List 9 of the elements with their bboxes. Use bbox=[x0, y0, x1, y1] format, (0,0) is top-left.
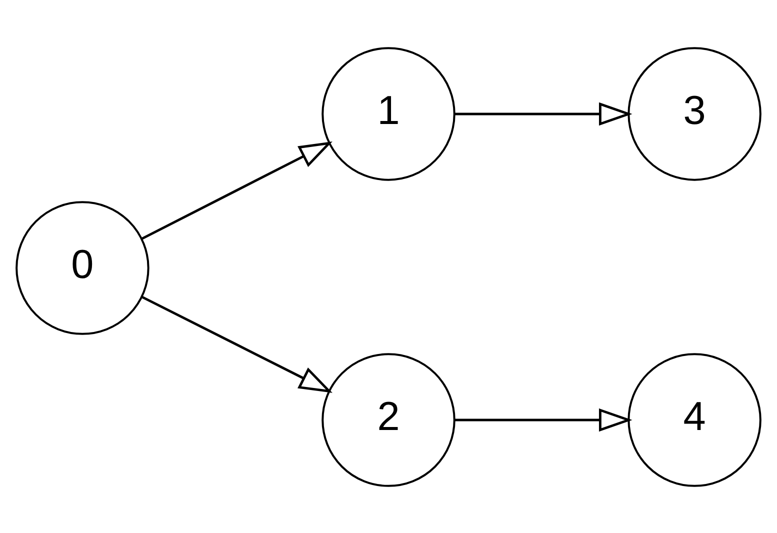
node-circle: 4 bbox=[628, 352, 762, 486]
arrow bbox=[454, 408, 632, 432]
arrow bbox=[141, 141, 332, 240]
node-circle: 0 bbox=[16, 200, 150, 334]
arrow bbox=[141, 295, 332, 392]
node-circle: 2 bbox=[322, 352, 456, 486]
node-circle: 1 bbox=[322, 46, 456, 180]
node-circle: 3 bbox=[628, 46, 762, 180]
arrow bbox=[454, 102, 632, 126]
